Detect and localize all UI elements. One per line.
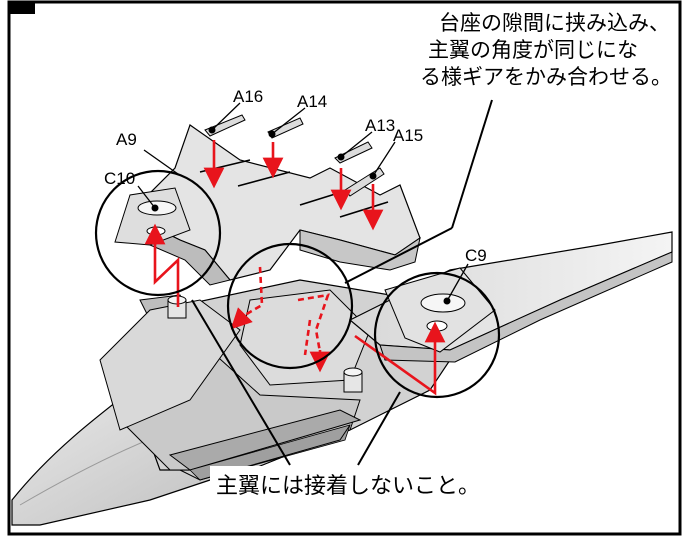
- detail-circle-center: [226, 242, 354, 370]
- label-a15: A15: [393, 126, 423, 145]
- leader-lines: [137, 102, 469, 302]
- detail-circle-c9: [373, 271, 501, 399]
- locating-pins: [167, 295, 363, 393]
- detail-circles: [94, 169, 501, 399]
- note-top-line2: 主翼の角度が同じにな: [428, 38, 638, 62]
- right-main-wing: [348, 231, 673, 363]
- corner-tab: [9, 2, 35, 14]
- label-a13: A13: [365, 116, 395, 135]
- left-main-wing: [99, 299, 351, 481]
- label-c9: C9: [465, 246, 487, 265]
- label-a16: A16: [233, 87, 263, 106]
- note-bottom: 主翼には接着しないこと。: [216, 474, 480, 499]
- note-top-line3: る様ギアをかみ合わせる。: [420, 65, 672, 89]
- note-top-line1: 台座の隙間に挟み込み、: [439, 11, 670, 35]
- label-a9: A9: [116, 130, 137, 149]
- detail-circle-c10: [94, 169, 222, 297]
- label-c10: C10: [104, 169, 135, 188]
- part-a9: [114, 124, 421, 286]
- label-a14: A14: [297, 92, 327, 111]
- top-note-bg: [352, 6, 674, 94]
- bottom-note-bg: [210, 466, 540, 500]
- callout-lines: [191, 99, 493, 466]
